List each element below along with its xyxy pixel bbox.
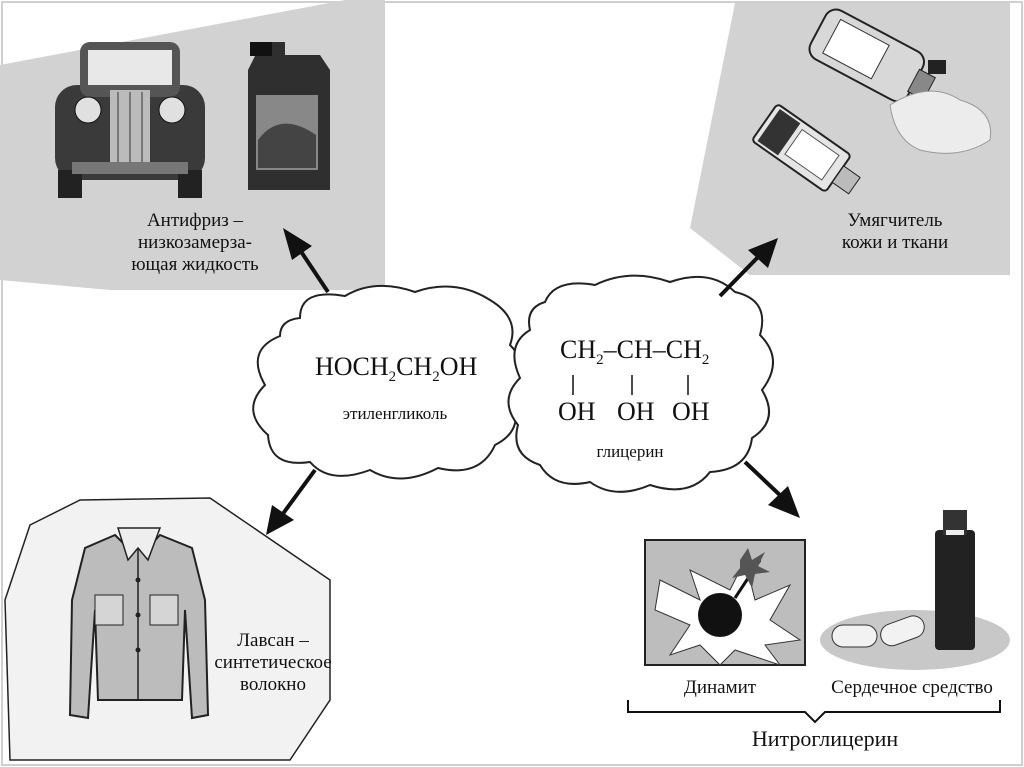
canister-icon	[248, 42, 330, 190]
glycerol-formula-top: CH2–CH–CH2	[560, 335, 710, 369]
ethylene-glycol-cloud	[252, 284, 524, 480]
lavsan-label: Лавсан – синтетическое волокно	[214, 630, 332, 695]
arrow-to-lavsan	[266, 468, 317, 535]
arrow-to-antifreeze	[283, 228, 330, 294]
glycerol-oh-3: OH	[672, 397, 710, 426]
heart-drug-label: Сердечное средство	[831, 677, 993, 698]
glycerol-oh-2: OH	[617, 397, 655, 426]
shirt-icon	[68, 527, 210, 720]
arrow-to-softener	[718, 238, 778, 298]
dynamite-label: Динамит	[683, 677, 757, 698]
antifreeze-label: Антифриз – низкозамерза- ющая жидкость	[131, 210, 259, 275]
bomb-icon	[644, 539, 806, 666]
glycerol-cloud	[507, 274, 774, 493]
arrow-to-nitroglycerin	[743, 460, 800, 518]
pills-icon	[820, 510, 1010, 670]
ethylene-glycol-name: этиленгликоль	[342, 404, 448, 423]
glycerol-bonds	[572, 375, 689, 395]
tube-icon	[752, 104, 861, 195]
ethylene-glycol-formula: HOCH2CH2OH	[315, 352, 478, 386]
car-icon	[55, 42, 205, 198]
glycerol-oh-1: OH	[558, 397, 596, 426]
nitroglycerin-label: Нитроглицерин	[751, 726, 899, 751]
bottle-icon	[808, 8, 992, 154]
softener-label: Умягчитель кожи и ткани	[841, 210, 949, 253]
glycerol-name: глицерин	[596, 442, 664, 461]
nitroglycerin-bracket	[627, 700, 1001, 724]
